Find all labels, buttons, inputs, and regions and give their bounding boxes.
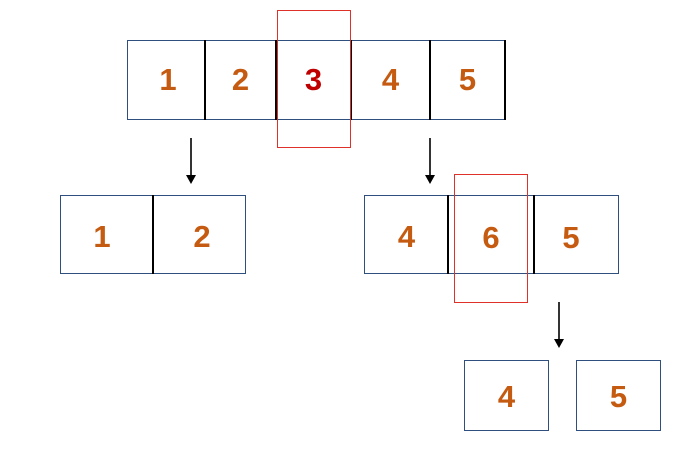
right-divider (533, 195, 535, 274)
top-divider (350, 40, 352, 120)
bottom-box-4 (464, 360, 549, 431)
right-highlight-frame (454, 174, 528, 303)
right-divider (447, 195, 449, 274)
top-cell-5: 5 (458, 62, 477, 97)
right-cell-5: 5 (562, 219, 580, 255)
top-highlight-frame (277, 10, 351, 148)
bottom-cell-4: 4 (497, 378, 516, 414)
top-divider (275, 40, 277, 120)
top-cell-3-pivot: 3 (304, 62, 323, 97)
top-cell-1: 1 (159, 62, 177, 97)
top-divider (504, 40, 506, 120)
bottom-split-arrow (554, 302, 564, 348)
bottom-cell-5: 5 (609, 378, 628, 414)
left-divider (152, 195, 154, 274)
top-cell-2: 2 (231, 62, 250, 97)
right-cell-6-pivot: 6 (482, 219, 500, 255)
left-split-arrow (186, 138, 196, 184)
top-cell-4: 4 (381, 62, 400, 97)
top-divider (204, 40, 206, 120)
left-cell-1: 1 (93, 218, 111, 254)
right-array-box (364, 195, 619, 274)
right-split-arrow (425, 138, 435, 184)
right-cell-4: 4 (397, 218, 416, 254)
left-cell-2: 2 (193, 218, 211, 254)
bottom-box-5 (576, 360, 661, 431)
top-array-box (127, 40, 506, 120)
top-divider (429, 40, 431, 120)
